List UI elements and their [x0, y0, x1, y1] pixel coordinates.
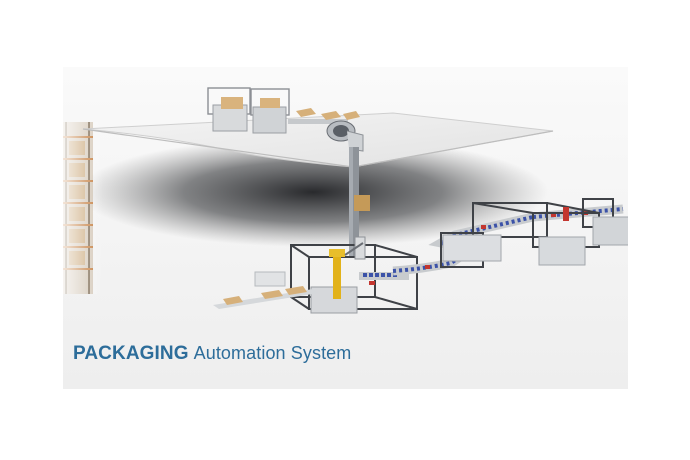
carton-erectors — [207, 87, 360, 134]
caption-highlight: PACKAGING — [73, 343, 189, 364]
storage-rack — [63, 122, 103, 294]
caption-rest: Automation System — [193, 343, 352, 363]
spiral-conveyor — [326, 120, 364, 152]
packaging-line-illustration — [63, 67, 628, 389]
vertical-lift — [349, 147, 370, 257]
carton-conveyor — [213, 271, 319, 309]
platform-shadow — [78, 137, 548, 247]
filling-stations — [440, 198, 628, 268]
robotic-palletizer — [290, 236, 418, 314]
